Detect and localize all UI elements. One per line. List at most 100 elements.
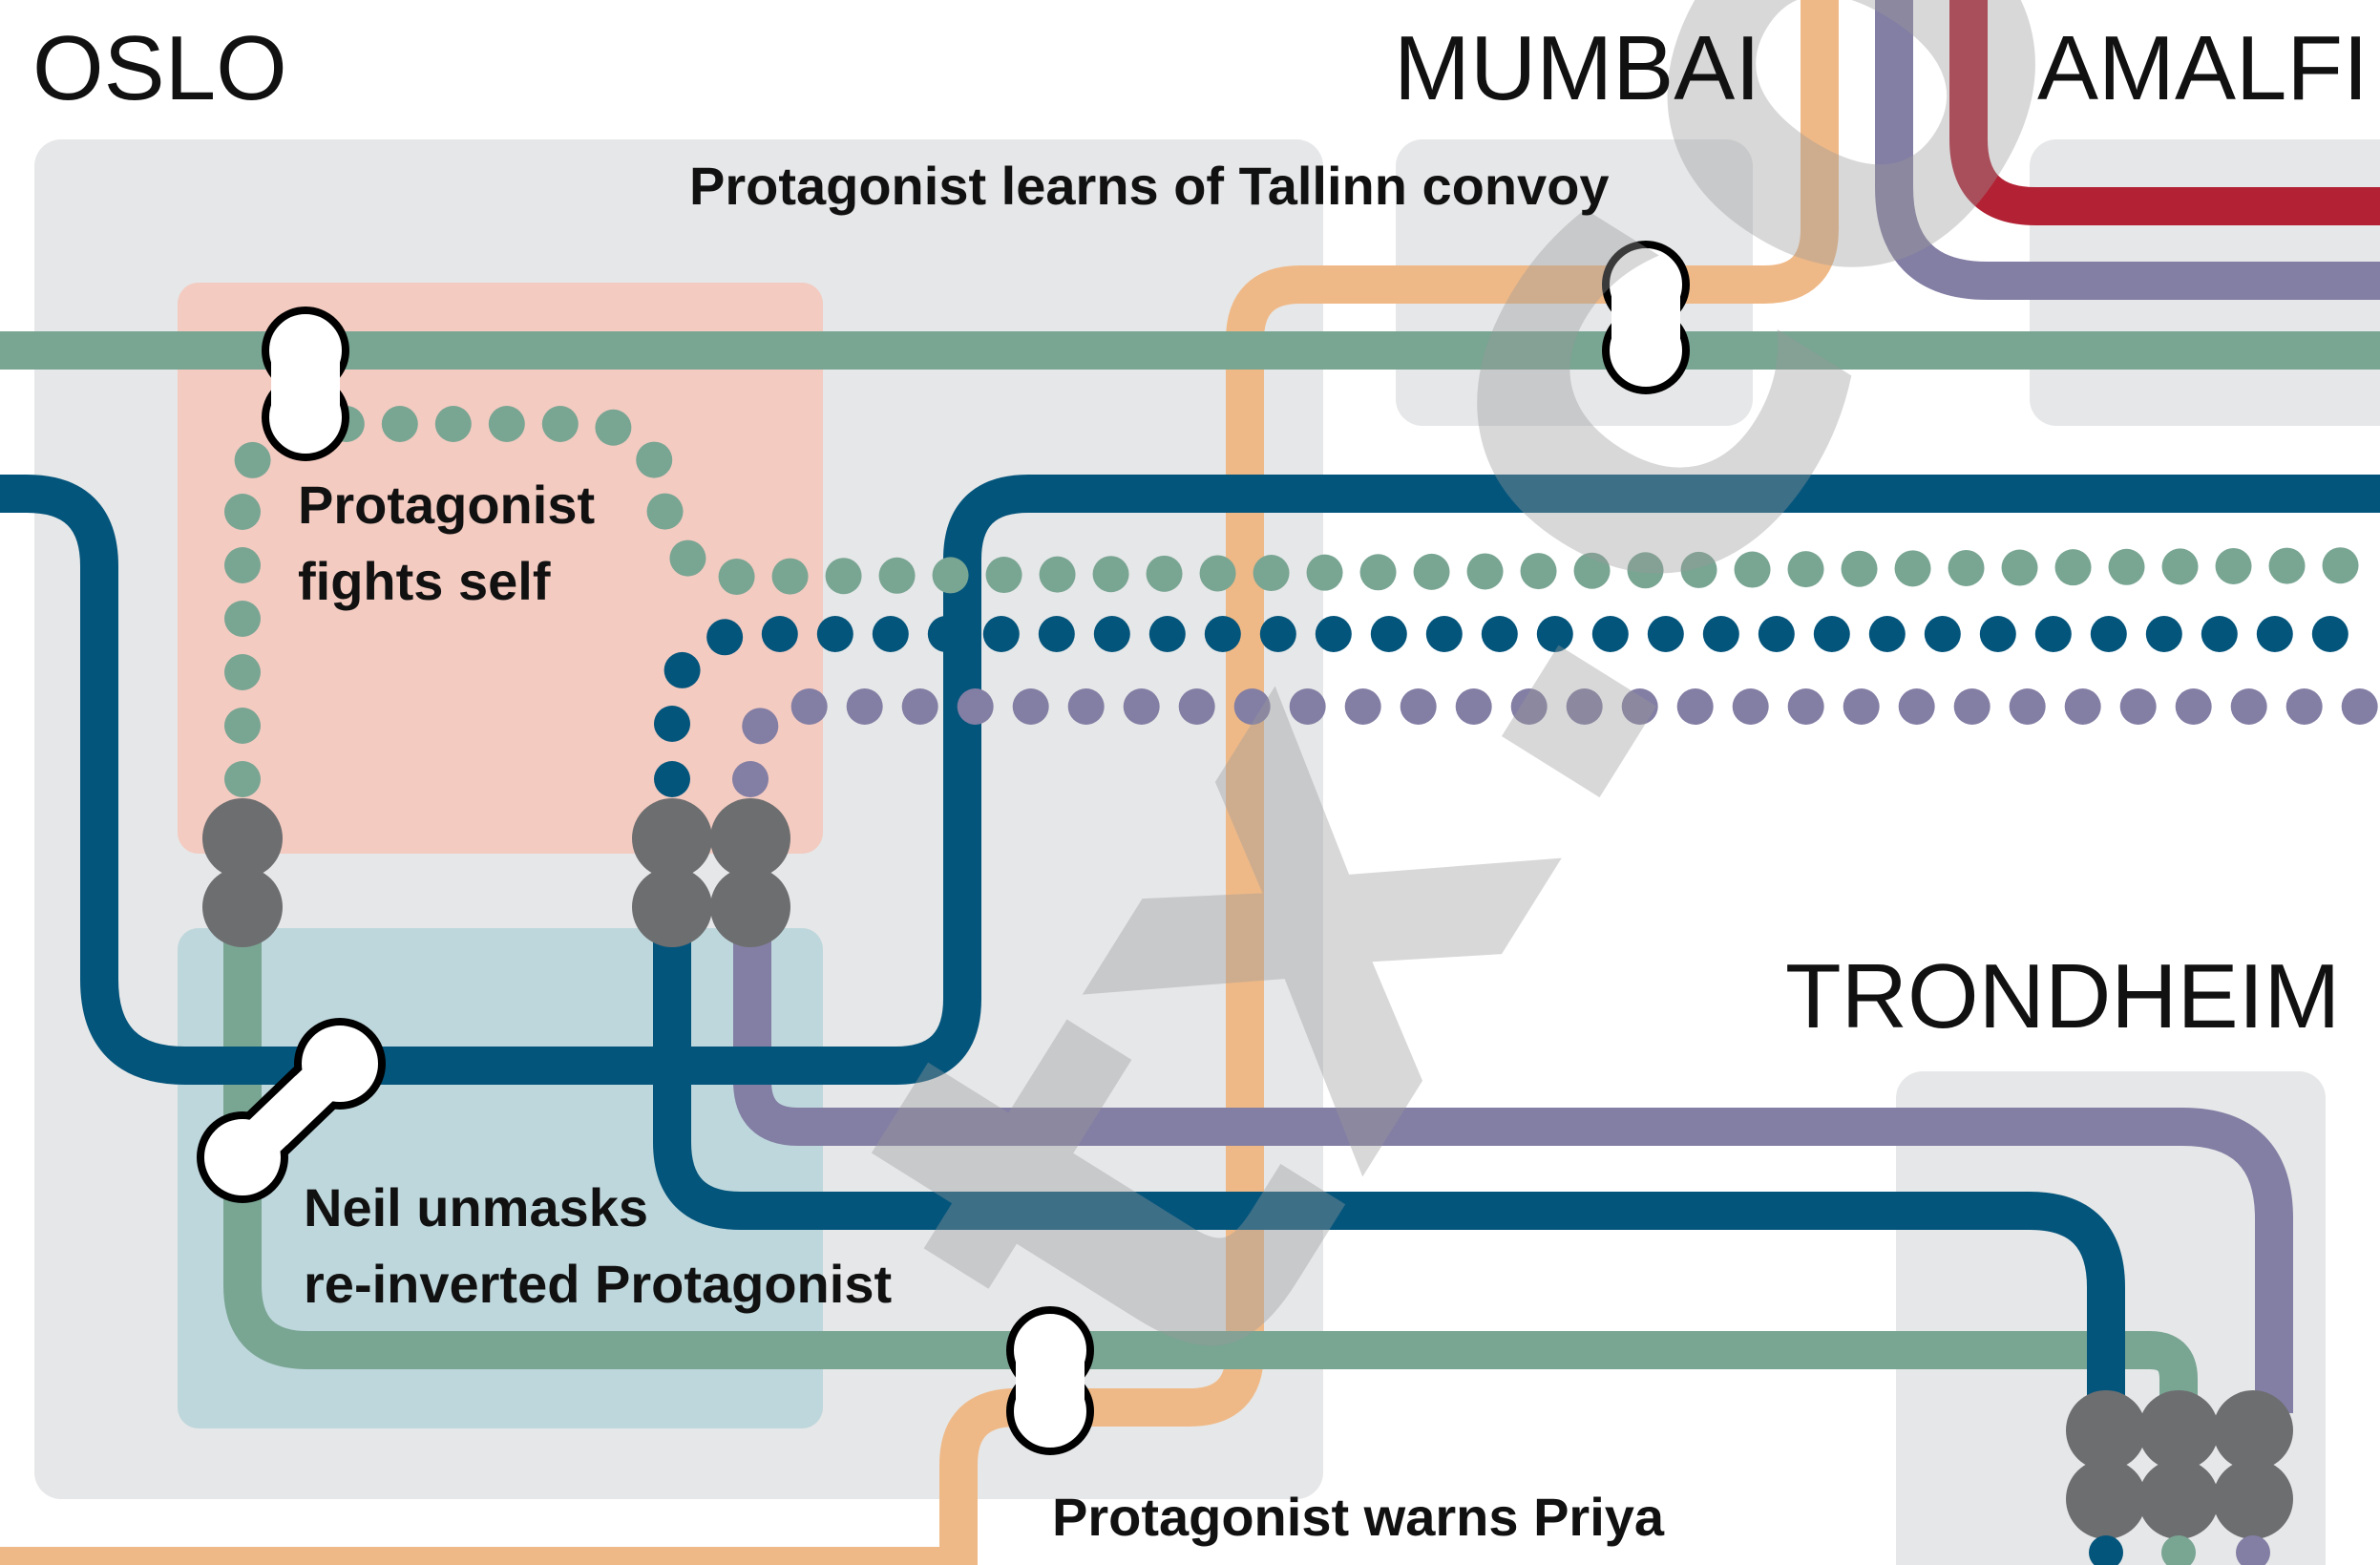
inverted-dot-blue: [654, 706, 690, 742]
turnstile-trondheim-blue: [2066, 1390, 2146, 1539]
inverted-dot-purple: [2175, 688, 2212, 725]
event-label-neil-unmasks-1: Neil unmasks: [304, 1177, 648, 1237]
inverted-dot-green: [2322, 547, 2359, 584]
inverted-dot-green: [224, 494, 261, 530]
inverted-dot-purple: [1455, 688, 1492, 725]
turnstile-trondheim-green: [2138, 1390, 2219, 1539]
inverted-dot-blue: [1979, 616, 2016, 652]
inverted-dot-blue: [2256, 616, 2293, 652]
inverted-dot-purple: [1123, 688, 1160, 725]
inverted-dot-purple: [1732, 688, 1769, 725]
inverted-dot-purple: [1067, 688, 1105, 725]
station-tallinn-convoy: [1602, 241, 1690, 394]
inverted-dot-blue: [1924, 616, 1961, 652]
inverted-dot-blue: [706, 619, 744, 656]
inverted-dot-green: [878, 557, 916, 594]
inverted-dot-green: [224, 654, 261, 690]
inverted-dot-blue: [2201, 616, 2238, 652]
inverted-dot-blue: [761, 616, 798, 652]
inverted-dot-green: [1253, 555, 1290, 592]
inverted-dot-green: [2108, 548, 2145, 585]
inverted-dot-green: [1359, 554, 1397, 591]
inverted-dot-green: [1573, 552, 1611, 589]
inverted-dot-blue: [1758, 616, 1795, 652]
inverted-dot-purple: [1289, 688, 1326, 725]
inverted-dot-purple: [1787, 688, 1824, 725]
inverted-dot-blue: [927, 616, 964, 652]
city-label-amalfi: AMALFI: [2037, 17, 2369, 119]
event-label-neil-unmasks-2: re-inverted Protagonist: [304, 1254, 892, 1314]
inverted-dot-purple: [2064, 688, 2101, 725]
inverted-dot-purple: [1566, 688, 1603, 725]
inverted-dot-purple: [1400, 688, 1437, 725]
inverted-dot-purple: [2009, 688, 2046, 725]
inverted-dot-blue: [1148, 616, 1186, 652]
inverted-dot-blue: [2311, 616, 2348, 652]
inverted-dot-blue: [1259, 616, 1296, 652]
inverted-dot-green: [1894, 550, 1931, 587]
inverted-dot-green: [1146, 555, 1183, 592]
inverted-dot-blue: [982, 616, 1020, 652]
inverted-dot-purple: [846, 688, 883, 725]
inverted-dot-blue: [1591, 616, 1629, 652]
inverted-dotted-lines: [224, 406, 2378, 797]
city-label-oslo: OSLO: [32, 17, 287, 119]
inverted-dot-green: [541, 406, 579, 442]
inverted-dot-green: [1680, 551, 1717, 588]
inverted-dot-blue: [1204, 616, 1241, 652]
inverted-dot-blue: [1813, 616, 1850, 652]
inverted-dot-green: [771, 558, 809, 595]
event-label-warns-priya: Protagonist warns Priya: [1052, 1487, 1665, 1547]
red-line: [1949, 0, 2380, 225]
inverted-dot-blue: [1536, 616, 1573, 652]
inverted-dot-blue: [2090, 616, 2127, 652]
inverted-dot-green: [2268, 547, 2306, 584]
inverted-dot-blue: [1093, 616, 1130, 652]
inverted-dot-purple: [2341, 688, 2378, 725]
inverted-dot-green: [224, 547, 261, 583]
inverted-dot-green: [2215, 547, 2252, 584]
inverted-dot-green: [224, 708, 261, 744]
inverted-dot-purple: [1843, 688, 1880, 725]
inverted-dot-green: [1787, 551, 1824, 588]
inverted-dot-green: [234, 441, 271, 478]
blue-line-lower: [653, 907, 2125, 1413]
inverted-dot-green: [718, 558, 755, 595]
turnstile-oslo-blue: [632, 798, 712, 947]
inverted-dot-purple: [2119, 688, 2157, 725]
inverted-dot-green: [1466, 553, 1504, 590]
inverted-dot-purple: [1012, 688, 1049, 725]
inverted-dot-green: [1948, 549, 1985, 586]
inverted-dot-green: [1520, 553, 1557, 590]
inverted-dot-blue: [654, 761, 690, 797]
inverted-dot-blue: [1425, 616, 1463, 652]
inverted-dot-green: [1199, 555, 1236, 592]
inverted-dot-green: [434, 406, 472, 442]
purple-line-top: [1875, 0, 2380, 300]
inverted-dot-green: [1092, 556, 1129, 593]
inverted-dot-purple: [1898, 688, 1935, 725]
inverted-dot-green: [646, 493, 684, 530]
inverted-dot-purple: [2230, 688, 2267, 725]
event-label-tallinn-convoy: Protagonist learns of Tallinn convoy: [689, 156, 1610, 216]
inverted-dot-green: [985, 557, 1022, 594]
inverted-dot-green: [1841, 550, 1878, 587]
station-fights-self: [262, 307, 349, 461]
inverted-dot-green: [1734, 551, 1771, 588]
turnstile-oslo-purple: [710, 798, 790, 947]
inverted-dot-blue: [872, 616, 909, 652]
inverted-dot-purple: [1178, 688, 1215, 725]
inverted-dot-purple: [1233, 688, 1271, 725]
inverted-dot-green: [224, 601, 261, 637]
inverted-dot-purple: [2285, 688, 2323, 725]
inverted-dot-green: [2054, 549, 2092, 586]
inverted-dot-blue: [663, 651, 701, 688]
inverted-dot-green: [2001, 549, 2038, 586]
inverted-dot-blue: [1370, 616, 1407, 652]
inverted-dot-blue: [1038, 616, 1075, 652]
inverted-dot-purple: [901, 688, 938, 725]
turnstile-trondheim-purple: [2213, 1390, 2293, 1539]
inverted-dot-green: [825, 558, 862, 595]
inverted-dot-blue: [2034, 616, 2072, 652]
inverted-dot-purple: [957, 688, 994, 725]
